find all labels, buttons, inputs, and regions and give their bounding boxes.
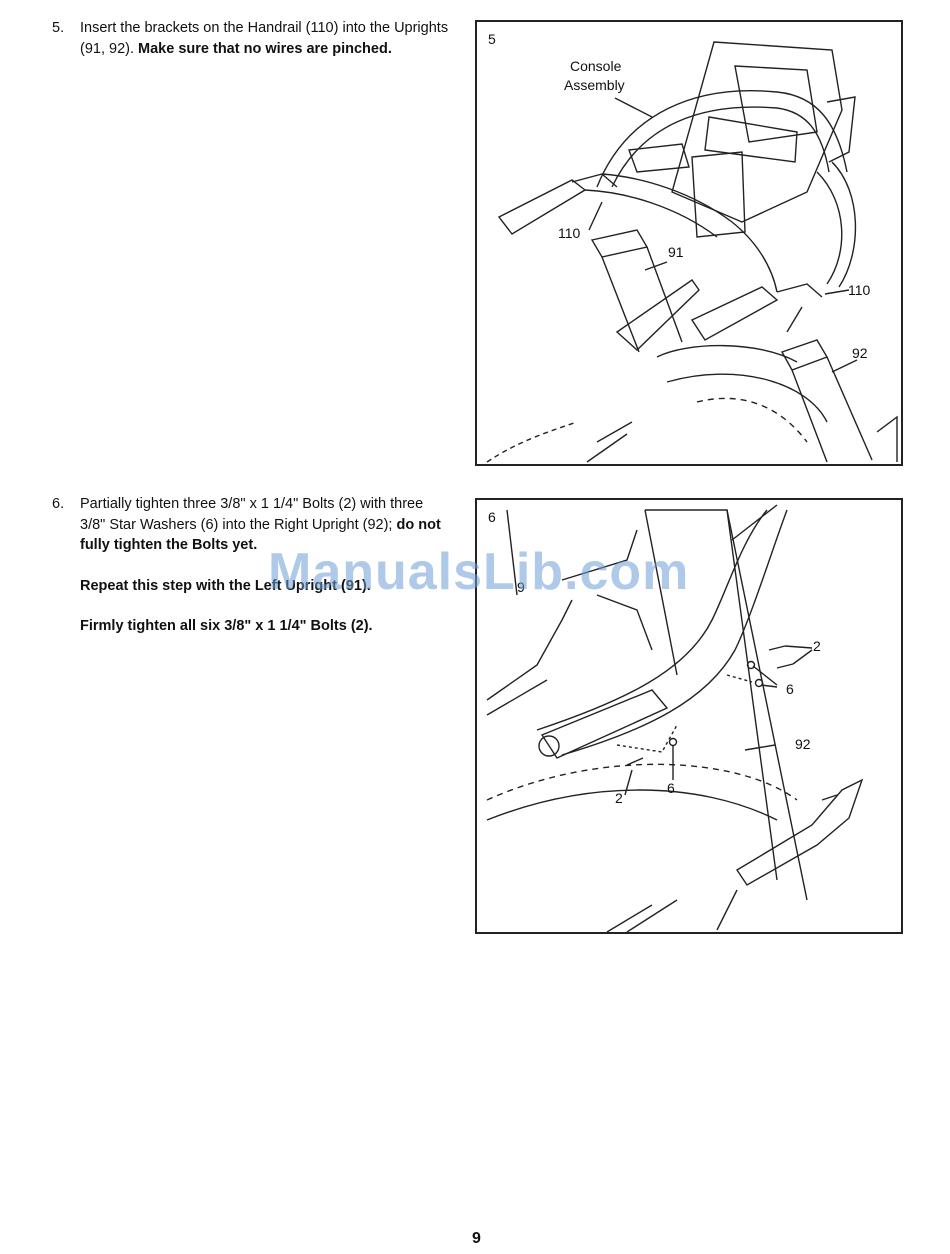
page-number: 9 (472, 1230, 481, 1247)
label-washer-6-top: 6 (786, 681, 794, 697)
figure-5-drawing (486, 41, 898, 463)
step-final: Firmly tighten all six 3/8" x 1 1/4" Bol… (80, 618, 373, 634)
label-upright-91-partial: 9 (517, 579, 525, 595)
label-console-line1: Console (570, 58, 622, 74)
label-handrail-110-right: 110 (848, 282, 871, 298)
label-upright-91: 91 (668, 244, 684, 260)
label-upright-92: 92 (852, 345, 868, 361)
step-5: 5. Insert the brackets on the Handrail (… (52, 18, 452, 59)
step-warning: do not fully tighten the Bolts yet. (80, 516, 441, 554)
label-bolt-2-top: 2 (813, 638, 821, 654)
label-handrail-110-left: 110 (558, 225, 581, 241)
step-number: 6. (52, 496, 65, 512)
step-text: Insert the brackets on the Handrail (110… (80, 20, 449, 57)
step-repeat: Repeat this step with the Left Upright (… (80, 577, 371, 594)
label-upright-92: 92 (795, 736, 811, 752)
figure-number: 5 (488, 31, 496, 47)
step-number: 5. (52, 20, 65, 36)
step-warning: Make sure that no wires are pinched. (138, 40, 392, 57)
label-bolt-2-bottom: 2 (615, 790, 623, 806)
figure-5: 5 (475, 20, 903, 466)
label-washer-6-bottom: 6 (667, 780, 675, 796)
figure-6-drawing (486, 504, 864, 932)
label-console-line2: Assembly (564, 77, 625, 93)
figure-6: 6 (475, 498, 903, 934)
figure-number: 6 (488, 509, 496, 525)
step-text: Partially tighten three 3/8" x 1 1/4" Bo… (80, 496, 424, 533)
step-6: 6. Partially tighten three 3/8" x 1 1/4"… (52, 494, 452, 657)
watermark: ManualsLib.com (268, 543, 690, 601)
